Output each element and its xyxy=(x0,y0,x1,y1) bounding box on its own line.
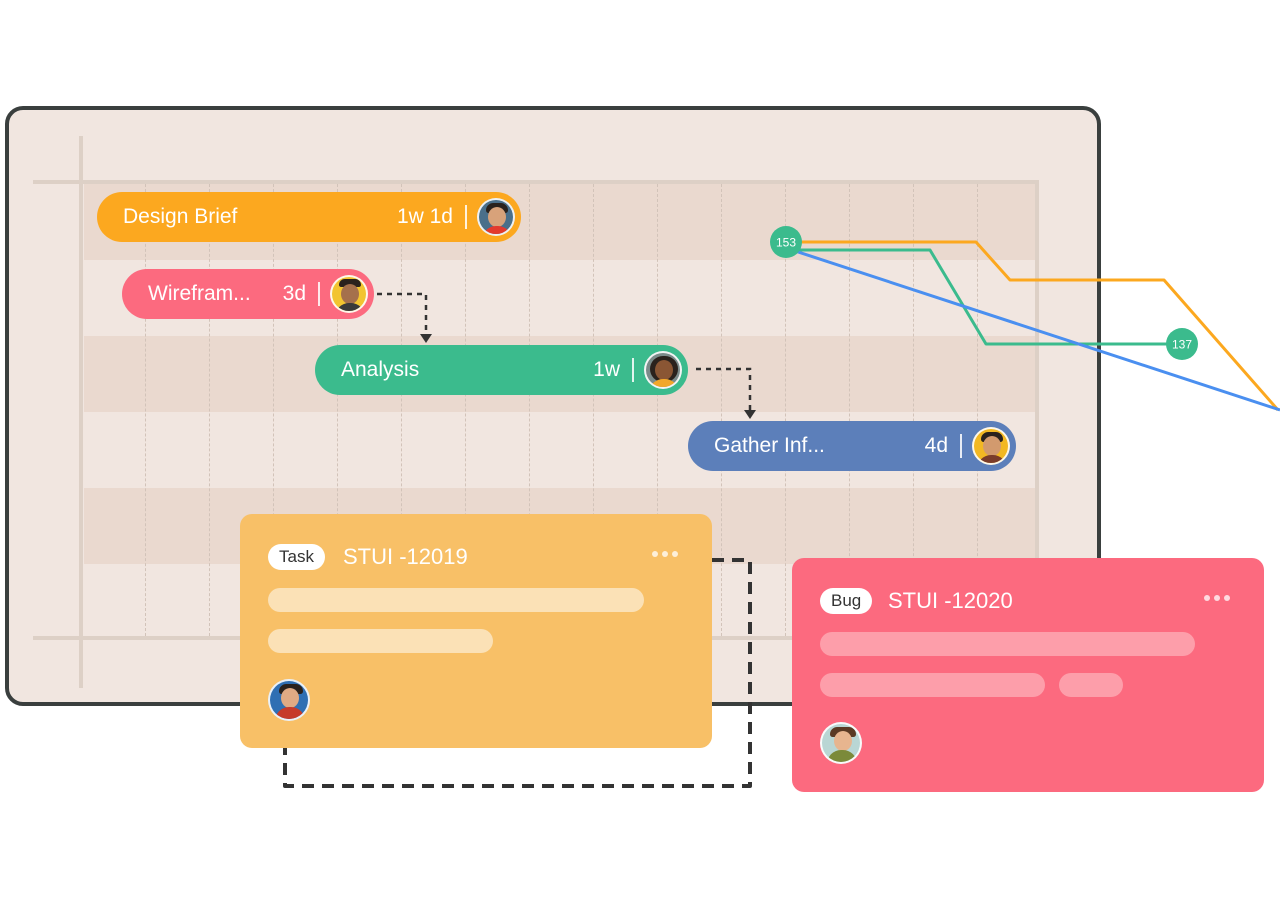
task-card[interactable]: Task STUI -12019 xyxy=(240,514,712,748)
grid-axis xyxy=(79,136,83,688)
separator xyxy=(318,282,320,306)
separator xyxy=(465,205,467,229)
task-name: Gather Inf... xyxy=(714,434,825,457)
task-bar-gather-info[interactable]: Gather Inf... 4d xyxy=(688,421,1016,471)
card-link-connector xyxy=(283,558,752,788)
task-bar-wireframe[interactable]: Wirefram... 3d xyxy=(122,269,374,319)
task-duration: 1w 1d xyxy=(396,205,453,228)
more-dots-icon[interactable] xyxy=(652,551,678,557)
card-id: STUI -12019 xyxy=(343,544,468,569)
more-dots-icon[interactable] xyxy=(1204,595,1230,601)
avatar[interactable] xyxy=(644,351,682,389)
grid-column xyxy=(721,184,722,636)
grid-column xyxy=(273,184,274,636)
placeholder-line xyxy=(1059,673,1123,697)
separator xyxy=(632,358,634,382)
arrow-down-icon xyxy=(420,334,432,343)
task-duration: 1w xyxy=(593,358,620,381)
placeholder-line xyxy=(820,673,1045,697)
separator xyxy=(960,434,962,458)
task-bar-analysis[interactable]: Analysis 1w xyxy=(315,345,688,395)
task-duration: 4d xyxy=(924,434,948,457)
grid-column xyxy=(145,184,146,636)
grid-column xyxy=(785,184,786,636)
task-name: Design Brief xyxy=(123,205,238,228)
grid-column xyxy=(337,184,338,636)
avatar[interactable] xyxy=(268,679,310,721)
bug-card[interactable]: Bug STUI -12020 xyxy=(792,558,1264,792)
task-bar-design-brief[interactable]: Design Brief 1w 1d xyxy=(97,192,521,242)
grid-column xyxy=(401,184,402,636)
grid-column xyxy=(465,184,466,636)
grid-column xyxy=(593,184,594,636)
grid-column xyxy=(209,184,210,636)
grid-column xyxy=(657,184,658,636)
avatar[interactable] xyxy=(477,198,515,236)
grid-column xyxy=(529,184,530,636)
grid-line xyxy=(33,180,1039,184)
task-name: Wirefram... xyxy=(148,282,251,305)
placeholder-line xyxy=(820,632,1195,656)
card-type-badge: Task xyxy=(268,544,325,570)
card-type-badge: Bug xyxy=(820,588,873,614)
task-name: Analysis xyxy=(341,358,420,381)
avatar[interactable] xyxy=(820,722,862,764)
task-duration: 3d xyxy=(282,282,306,305)
avatar[interactable] xyxy=(330,275,368,313)
dependency-connector xyxy=(696,367,752,412)
placeholder-line xyxy=(268,588,644,612)
card-id: STUI -12020 xyxy=(888,588,1013,613)
arrow-down-icon xyxy=(744,410,756,419)
dependency-connector xyxy=(377,292,428,336)
avatar[interactable] xyxy=(972,427,1010,465)
placeholder-line xyxy=(268,629,493,653)
